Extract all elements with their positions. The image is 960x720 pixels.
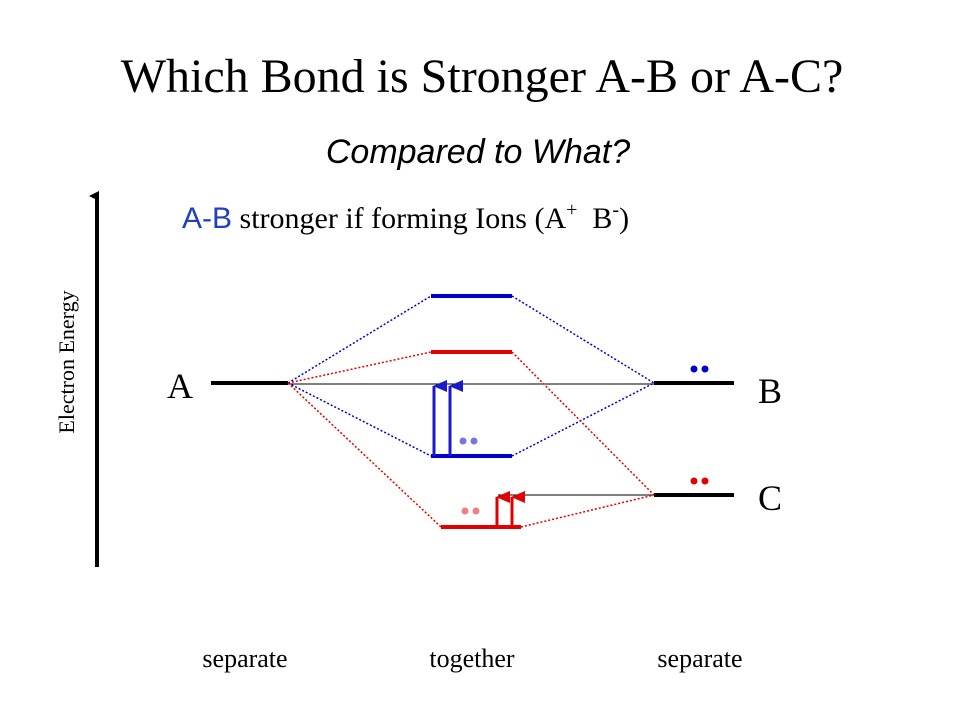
correlation-line-b-ab-bonding [511,382,655,457]
ab-bonding-electron-pair [459,437,478,445]
atom-label-c: C [758,478,782,518]
b-electron-pair [690,365,709,373]
c-electron-pair [690,477,709,485]
column-label-right: separate [657,644,742,673]
anion-charge: - [612,199,619,221]
subtitle: Compared to What? [326,133,630,171]
page-title: Which Bond is Stronger A-B or A-C? [121,50,844,103]
cation-charge: + [566,199,577,221]
correlation-line-b-ab-antibonding [511,295,655,384]
ac-bonding-electron-pair [461,507,480,515]
correlation-line-a-ab-bonding [287,382,432,457]
axis-label: Electron Energy [54,290,79,433]
correlation-line-c-ac-antibonding [511,351,655,496]
atom-label-b: B [758,371,782,411]
statement-line: A-B stronger if forming Ions (A+ B-) [182,199,629,235]
column-label-middle: together [429,644,515,673]
atom-label-a: A [167,366,193,406]
statement-close: ) [619,202,629,235]
correlation-line-c-ac-bonding [520,494,655,528]
correlation-line-a-ab-antibonding [287,295,432,384]
statement-highlight: A-B [182,202,232,235]
statement-text: stronger if forming Ions (A [232,202,566,235]
statement-anion: B [577,202,612,235]
correlation-line-a-ac-bonding [287,382,442,528]
column-label-left: separate [202,644,287,673]
correlation-line-a-ac-antibonding [287,351,432,384]
